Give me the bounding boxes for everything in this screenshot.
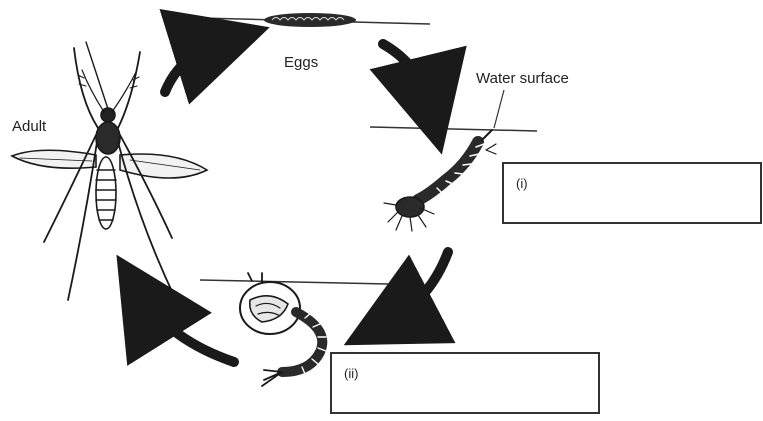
pupa-answer-box[interactable]: (ii) [330,352,600,414]
arrow-pupa-to-adult [143,297,234,362]
egg-raft-icon [264,13,356,27]
eggs-label: Eggs [284,54,318,71]
larva-box-label: (i) [516,176,528,191]
larva-answer-box[interactable]: (i) [502,162,762,224]
arrow-adult-to-eggs [165,42,222,92]
adult-mosquito-icon [12,42,207,300]
arrow-larva-to-pupa [388,252,448,322]
pupa-water-line [200,280,388,284]
larva-icon [384,130,496,231]
water-surface-pointer [494,90,504,128]
arrow-eggs-to-larva [383,44,430,106]
water-surface-label: Water surface [476,70,569,87]
pupa-icon [240,273,326,386]
larva-water-line [370,127,537,131]
pupa-box-label: (ii) [344,366,358,381]
adult-label: Adult [12,118,46,135]
